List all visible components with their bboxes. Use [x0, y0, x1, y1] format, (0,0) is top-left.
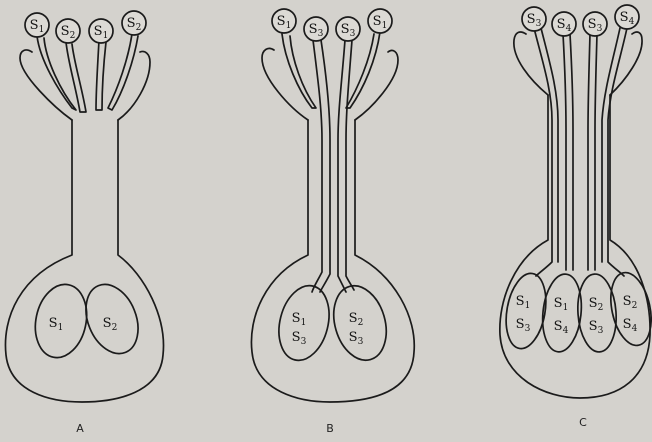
panel-b-pollen-tube-long — [312, 40, 330, 292]
panel-a-ovule — [76, 277, 147, 362]
panel-b-ovule-label: S3 — [349, 330, 364, 347]
panel-a-pollen-tube — [96, 40, 106, 110]
panel-a-stigma-lobe-left — [20, 50, 72, 120]
panel-c: S3 S4 S3 S4 S1 S3 S1 S4 S2 S3 S2 S4 C — [500, 5, 652, 429]
panel-c-ovule-label: S3 — [516, 317, 531, 334]
panel-c-pistil-outline — [500, 95, 650, 398]
panel-b-pollen-tube-long — [338, 40, 354, 292]
panel-c-ovule-label: S3 — [589, 319, 604, 336]
panel-b-ovule-label: S2 — [349, 311, 364, 328]
panel-b-pistil-outline — [251, 120, 414, 402]
panel-b-caption: B — [326, 422, 334, 435]
panel-c-ovule-label: S2 — [589, 296, 604, 313]
panel-b: S1 S3 S3 S1 S1 S3 S2 S3 B — [251, 9, 414, 435]
panel-c-ovule-label: S4 — [554, 319, 569, 336]
panel-a-pollen-tube — [108, 34, 138, 110]
panel-c-pollen-tube-long — [534, 28, 558, 276]
panel-c-pollen-tube-long — [602, 28, 627, 276]
panel-c-ovule-label: S1 — [554, 296, 569, 313]
panel-a-caption: A — [76, 422, 84, 435]
panel-a-pollen-tube — [37, 36, 76, 110]
panel-a-stigma-lobe-right — [118, 51, 150, 120]
panel-a-ovule-label: S1 — [49, 316, 64, 333]
panel-c-ovule-label: S4 — [623, 317, 638, 334]
panel-b-stigma-lobe-left — [262, 48, 308, 120]
panel-c-caption: C — [579, 416, 587, 429]
panel-b-stigma-lobe-right — [355, 50, 398, 120]
panel-c-pollen-tube-long — [563, 34, 573, 270]
panel-b-ovule-label: S3 — [292, 330, 307, 347]
panel-c-ovule — [605, 269, 652, 349]
panel-b-pollen-tube — [282, 34, 316, 108]
panel-a-pistil-outline — [5, 120, 163, 402]
panel-c-ovule-label: S1 — [516, 294, 531, 311]
panel-a-ovule — [29, 280, 93, 363]
panel-a: S1 S2 S1 S2 S1 S2 A — [5, 11, 163, 435]
panel-c-stigma-lobe-right — [610, 32, 642, 95]
panel-c-ovule-label: S2 — [623, 294, 638, 311]
panel-a-ovule-label: S2 — [103, 316, 118, 333]
panel-c-pollen-tube-long — [588, 34, 597, 270]
panel-b-ovule-label: S1 — [292, 311, 307, 328]
